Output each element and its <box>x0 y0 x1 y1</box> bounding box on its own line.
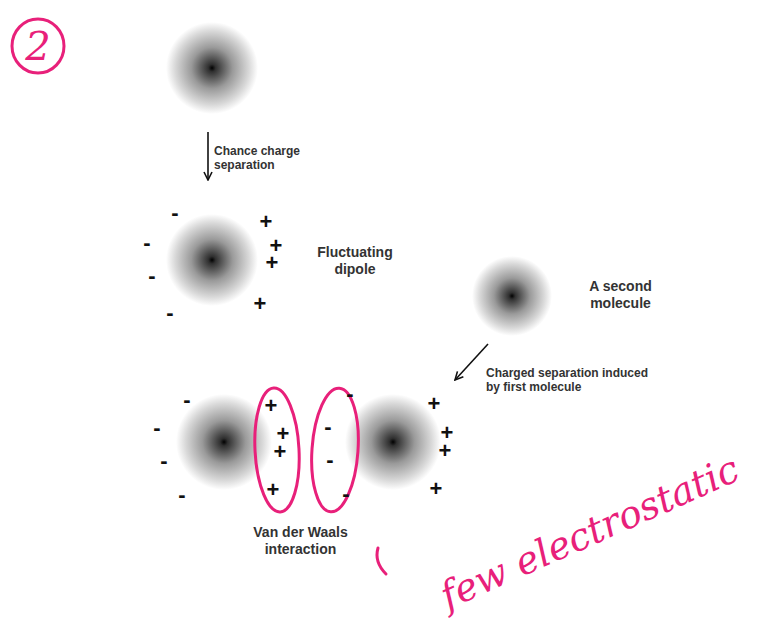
charge-sign: + <box>430 478 443 500</box>
charge-sign: + <box>274 441 287 463</box>
annotation-stroke <box>377 548 386 574</box>
charge-sign: - <box>178 484 185 506</box>
molecule <box>166 214 258 306</box>
charge-sign: - <box>166 302 173 324</box>
handwritten-note: few electrostatic <box>434 446 747 619</box>
charge-sign: - <box>326 449 333 471</box>
interaction-label: Van der Waals interaction <box>228 524 373 558</box>
charge-sign: + <box>254 293 267 315</box>
charge-sign: + <box>266 252 279 274</box>
number-circle <box>12 19 64 73</box>
callout-number: 2 <box>25 22 50 70</box>
charge-sign: - <box>153 417 160 439</box>
charge-sign: - <box>160 450 167 472</box>
molecule-label: A second molecule <box>573 278 668 312</box>
charge-sign: - <box>324 416 331 438</box>
charge-sign: - <box>342 483 349 505</box>
step-caption: Chance charge separation <box>214 144 329 173</box>
molecule <box>472 256 552 336</box>
process-arrow <box>207 132 209 180</box>
state-label: Fluctuating dipole <box>300 244 410 278</box>
charge-sign: - <box>346 383 353 405</box>
charge-sign: + <box>260 211 273 233</box>
charge-sign: - <box>143 232 150 254</box>
charge-sign: + <box>267 479 280 501</box>
process-arrow <box>455 344 488 380</box>
highlight-ellipse <box>252 387 302 513</box>
molecule <box>166 22 258 114</box>
charge-sign: - <box>183 389 190 411</box>
charge-sign: + <box>439 440 452 462</box>
highlight-ellipse <box>308 387 363 514</box>
charge-sign: - <box>171 202 178 224</box>
charge-sign: + <box>265 395 278 417</box>
step-caption: Charged separation induced by first mole… <box>486 366 661 395</box>
charge-sign: + <box>428 393 441 415</box>
charge-sign: - <box>148 265 155 287</box>
